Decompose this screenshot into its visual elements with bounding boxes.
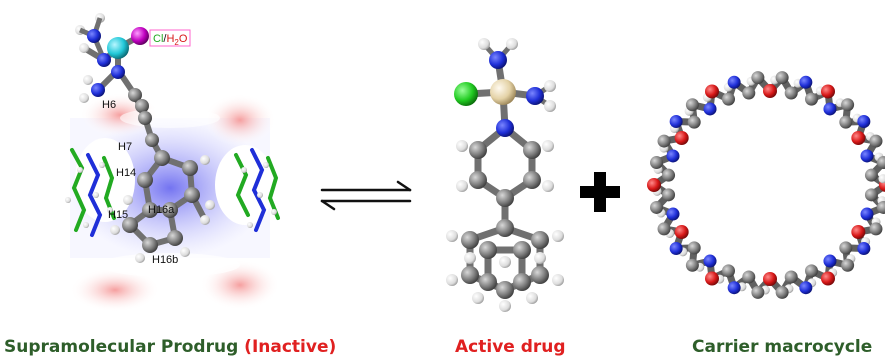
macrocycle-carbon-atom xyxy=(775,71,789,85)
macrocycle-nitrogen-atom xyxy=(703,102,717,116)
macrocycle-oxygen-atom xyxy=(705,271,719,286)
slash-label: / xyxy=(163,33,167,45)
caption-inactive-text: (Inactive) xyxy=(244,337,336,357)
macrocycle-carbon-atom xyxy=(775,285,789,299)
caption-prodrug: Supramolecular Prodrug (Inactive) xyxy=(4,337,336,357)
proton-label-h16b: H16b xyxy=(152,254,178,266)
macrocycle-carbon-atom xyxy=(839,115,853,129)
macrocycle-oxygen-atom xyxy=(821,84,835,99)
reversible-arrows-icon xyxy=(320,180,412,211)
macrocycle-nitrogen-atom xyxy=(727,75,741,89)
chloride-label: Cl xyxy=(153,33,163,45)
macrocycle-nitrogen-atom xyxy=(799,75,813,89)
macrocycle-nitrogen-atom xyxy=(857,115,871,129)
leaving-group-box xyxy=(149,29,191,47)
caption-carrier-macrocycle: Carrier macrocycle xyxy=(692,337,872,357)
active-drug-molecule xyxy=(446,38,564,312)
macrocycle-oxygen-atom xyxy=(705,84,719,99)
macrocycle-nitrogen-atom xyxy=(669,115,683,129)
macrocycle-oxygen-atom xyxy=(851,225,866,239)
caption-prodrug-text: Supramolecular Prodrug xyxy=(4,337,238,357)
macrocycle-carbon-atom xyxy=(864,188,878,202)
macrocycle-nitrogen-atom xyxy=(799,281,813,295)
guest-drug-atoms xyxy=(75,13,215,263)
proton-label-h7: H7 xyxy=(118,141,132,153)
macrocycle-carbon-atom xyxy=(657,222,671,236)
macrocycle-carbon-atom xyxy=(784,270,798,284)
macrocycle-carbon-atom xyxy=(685,258,699,272)
macrocycle-nitrogen-atom xyxy=(860,207,874,221)
macrocycle-carbon-atom xyxy=(804,92,818,106)
host-fragment-left xyxy=(65,148,116,237)
macrocycle-carbon-atom xyxy=(784,86,798,100)
macrocycle-carbon-atom xyxy=(876,156,885,170)
macrocycle-nitrogen-atom xyxy=(666,149,680,163)
macrocycle-nitrogen-atom xyxy=(703,254,717,268)
macrocycle-carbon-atom xyxy=(722,264,736,278)
macrocycle-carbon-atom xyxy=(687,115,701,129)
host-fragment-right xyxy=(234,148,280,232)
macrocycle-oxygen-atom xyxy=(674,225,689,239)
macrocycle-oxygen-atom xyxy=(763,84,777,98)
macrocycle-carbon-atom xyxy=(662,168,676,182)
macrocycle-oxygen-atom xyxy=(851,131,866,145)
macrocycle-carbon-atom xyxy=(841,258,855,272)
water-label: H2O xyxy=(166,33,187,47)
macrocycle-carbon-atom xyxy=(662,188,676,202)
macrocycle-carbon-atom xyxy=(650,200,664,214)
macrocycle-carbon-atom xyxy=(841,98,855,112)
macrocycle-carbon-atom xyxy=(751,285,765,299)
macrocycle-carbon-atom xyxy=(864,168,878,182)
macrocycle-oxygen-atom xyxy=(763,272,777,286)
macrocycle-oxygen-atom xyxy=(821,271,835,286)
macrocycle-hydrogen-atom xyxy=(878,174,885,184)
proton-label-h16a: H16a xyxy=(148,204,175,216)
macrocycle-carbon-atom xyxy=(722,92,736,106)
macrocycle-nitrogen-atom xyxy=(666,207,680,221)
prodrug-complex: Cl/H2O H6 H7 H14 H15 H16a H16b xyxy=(65,13,280,312)
macrocycle-carbon-atom xyxy=(869,222,883,236)
macrocycle-nitrogen-atom xyxy=(823,254,837,268)
macrocycle-carbon-atom xyxy=(687,241,701,255)
macrocycle-nitrogen-atom xyxy=(823,102,837,116)
macrocycle-carbon-atom xyxy=(657,134,671,148)
macrocycle-carbon-atom xyxy=(751,71,765,85)
macrocycle-carbon-atom xyxy=(742,270,756,284)
macrocycle-carbon-atom xyxy=(804,264,818,278)
macrocycle-oxygen-atom xyxy=(674,131,689,145)
macrocycle-nitrogen-atom xyxy=(727,281,741,295)
leaving-group-label: Cl/H2O xyxy=(153,33,188,47)
caption-active-drug: Active drug xyxy=(455,337,566,357)
macrocycle-carbon-atom xyxy=(650,156,664,170)
proton-label-h6: H6 xyxy=(102,99,116,111)
carrier-macrocycle xyxy=(647,71,885,299)
macrocycle-nitrogen-atom xyxy=(669,241,683,255)
macrocycle-nitrogen-atom xyxy=(860,149,874,163)
electrostatic-surface xyxy=(70,93,280,312)
macrocycle-nitrogen-atom xyxy=(857,241,871,255)
macrocycle-carbon-atom xyxy=(876,200,885,214)
macrocycle-carbon-atom xyxy=(839,241,853,255)
proton-label-h15: H15 xyxy=(108,209,128,221)
macrocycle-carbon-atom xyxy=(869,134,883,148)
plus-sign-icon xyxy=(580,172,620,212)
proton-label-h14: H14 xyxy=(116,167,136,179)
macrocycle-carbon-atom xyxy=(742,86,756,100)
macrocycle-carbon-atom xyxy=(685,98,699,112)
macrocycle-oxygen-atom xyxy=(647,178,661,192)
